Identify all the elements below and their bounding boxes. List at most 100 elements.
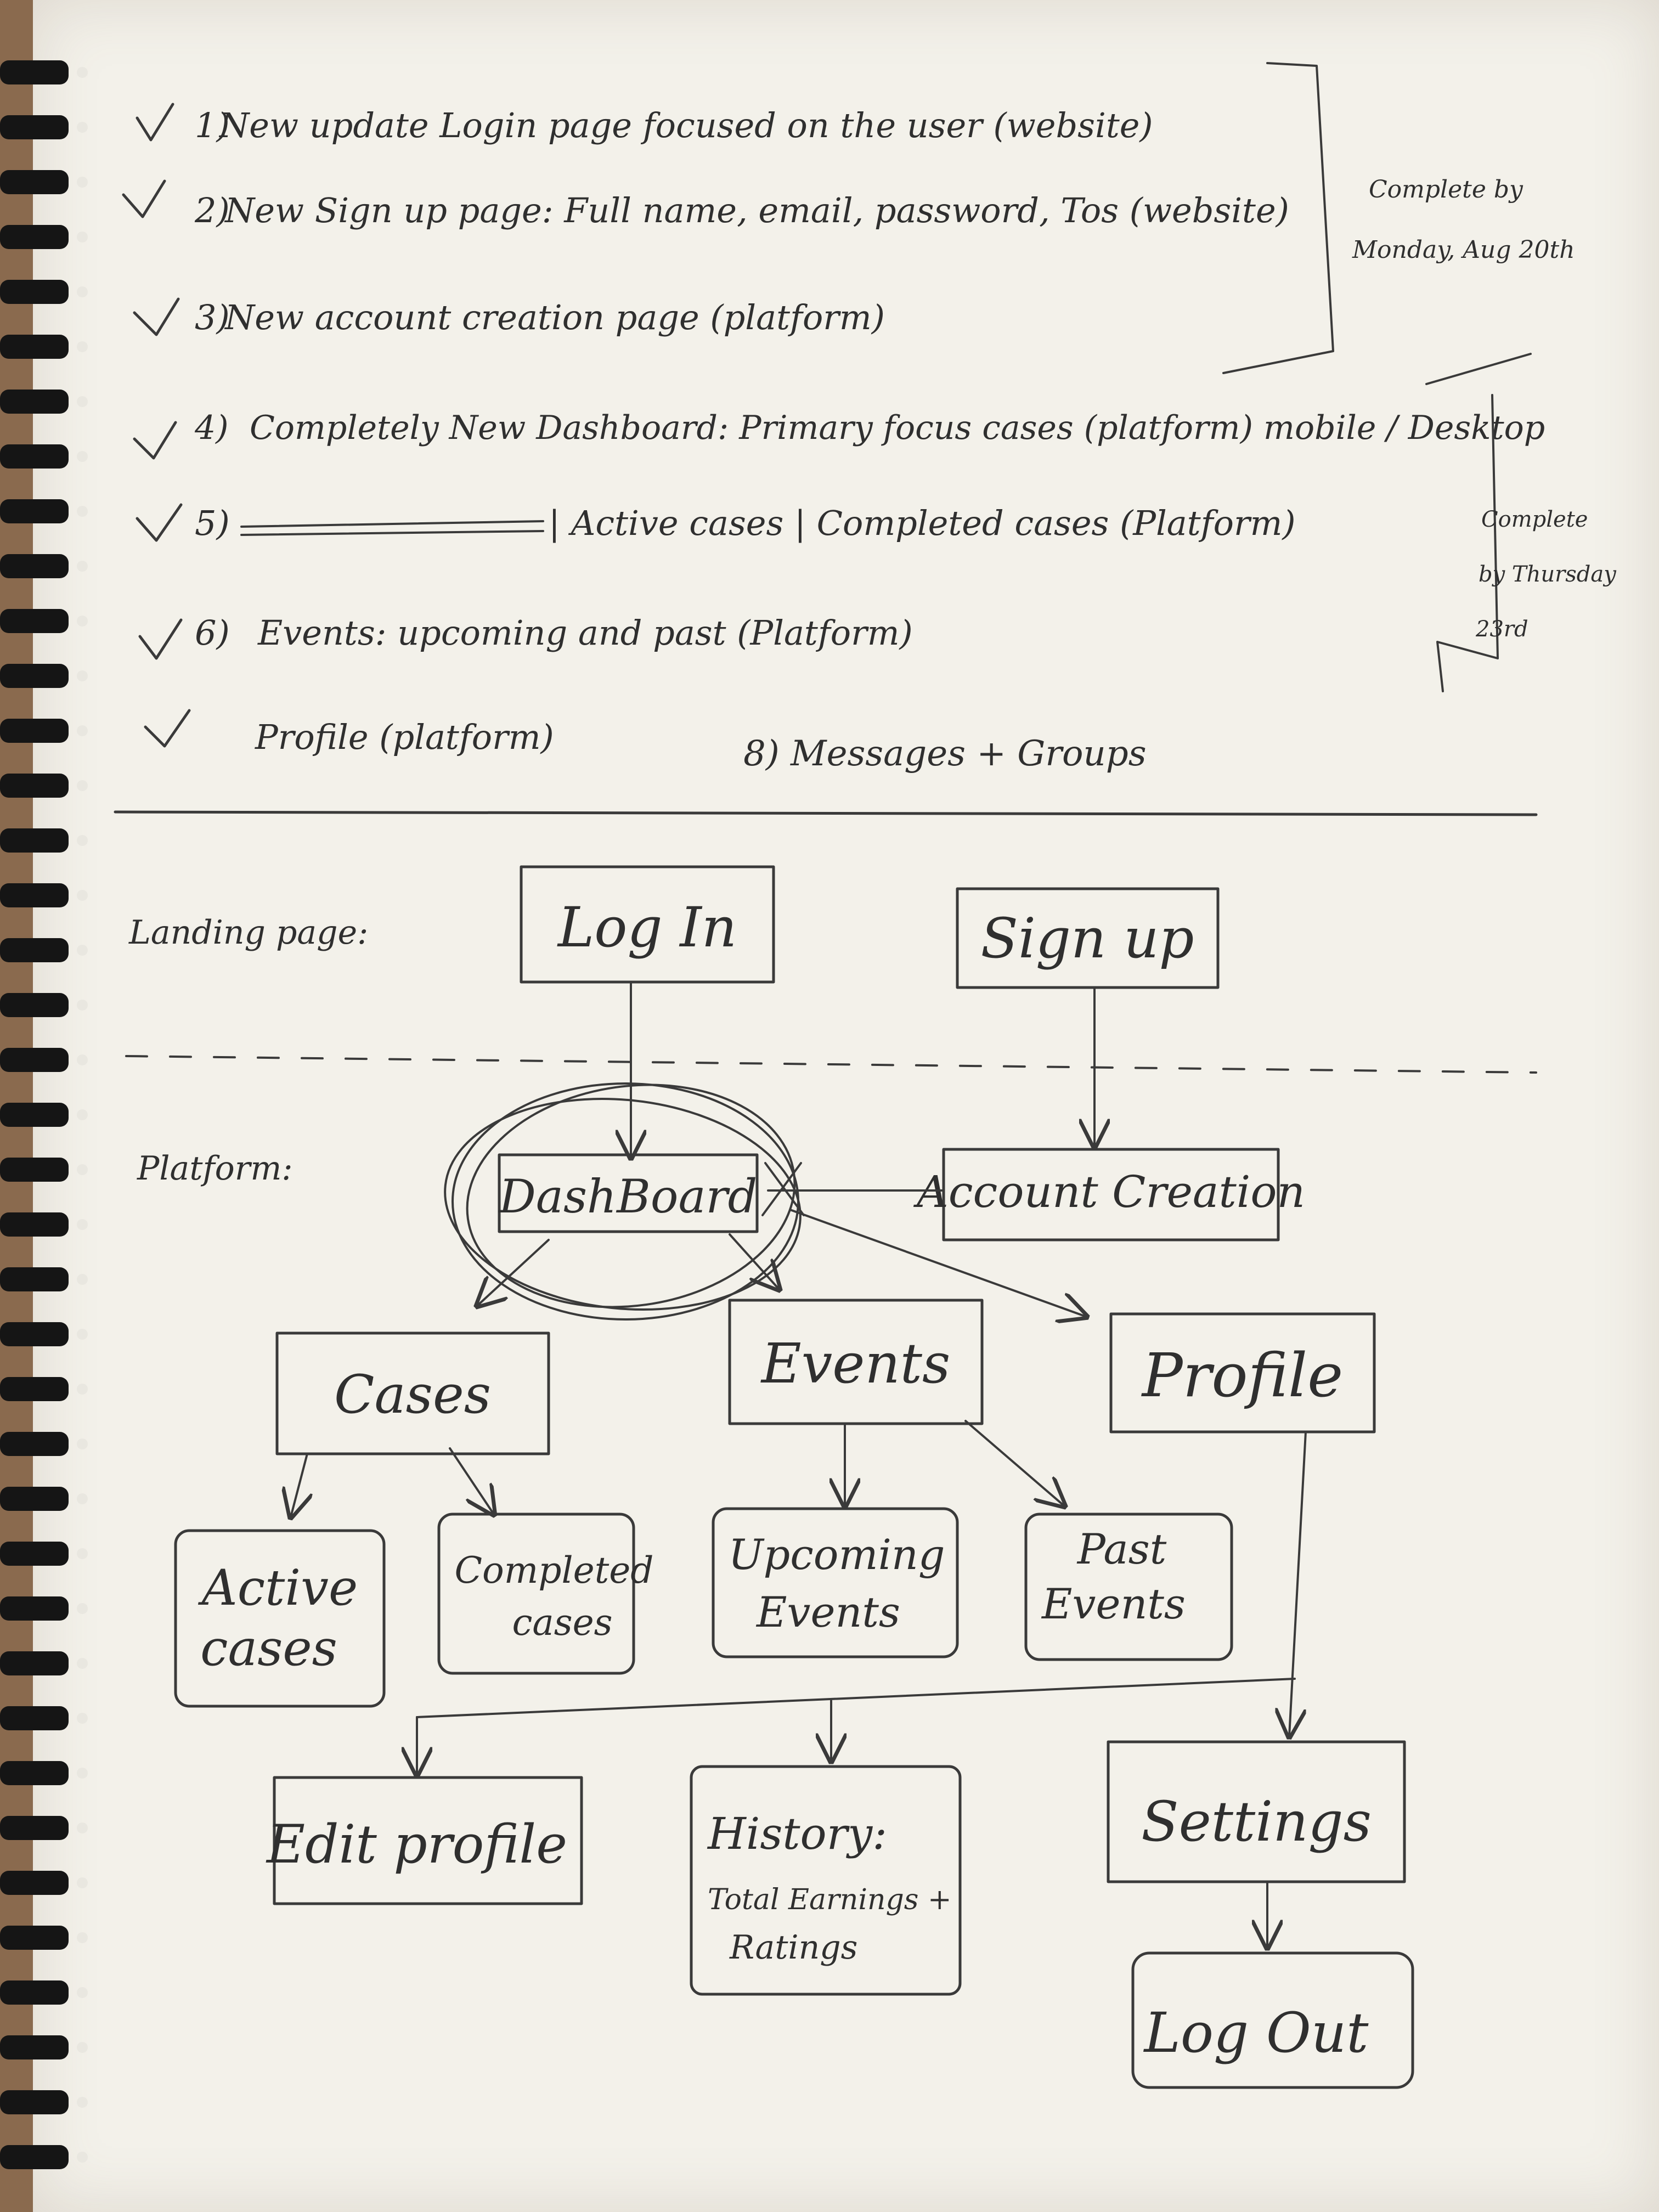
binding-ring (0, 1816, 69, 1840)
node-account-creation-box (942, 1148, 1280, 1242)
node-upcoming-events-2: Events (755, 1588, 900, 1637)
node-login: Log In (557, 895, 737, 960)
edge-profile-branch (416, 1678, 1296, 1718)
binding-ring (0, 2145, 69, 2169)
binding-hole (77, 561, 88, 572)
binding-hole (77, 1054, 88, 1065)
binding-ring (0, 2035, 69, 2059)
binding-hole (77, 725, 88, 736)
binding-ring (0, 444, 69, 469)
binding-ring (0, 335, 69, 359)
binding-ring (0, 1542, 69, 1566)
node-history-2: Total Earnings + (708, 1883, 952, 1916)
binding-hole (77, 1274, 88, 1285)
edge-dashboard-profile (789, 1209, 1086, 1317)
node-events-box (728, 1299, 984, 1425)
todo-marker-6: 6) (195, 613, 230, 653)
check-icon-5 (136, 503, 183, 542)
binding-ring (0, 1871, 69, 1895)
check-icon-3 (133, 297, 180, 336)
binding-ring (0, 225, 69, 249)
binding-hole (77, 835, 88, 846)
edge-cases-completed (449, 1447, 494, 1514)
node-settings-box (1107, 1740, 1406, 1883)
deadline-2-line-2: by Thursday (1479, 562, 1617, 587)
deadline-2-line-1: Complete (1481, 507, 1588, 532)
binding-ring (0, 1596, 69, 1621)
node-past-events-1: Past (1076, 1525, 1167, 1573)
binding-hole (77, 2152, 88, 2163)
binding-hole (77, 341, 88, 352)
todo-item-8: 8) Messages + Groups (743, 733, 1147, 774)
check-icon-1 (136, 103, 174, 142)
deadline-2-line-3: 23rd (1475, 617, 1528, 642)
todo-marker-1: 1) (195, 105, 230, 145)
binding-ring (0, 390, 69, 414)
todo-marker-4: 4) (194, 409, 229, 447)
node-profile: Profile (1141, 1340, 1343, 1410)
bracket-group-1 (1222, 62, 1334, 374)
binding-ring (0, 828, 69, 853)
binding-ring (0, 554, 69, 578)
notebook-page (33, 0, 1659, 2212)
binding-hole (77, 177, 88, 188)
binding-hole (77, 616, 88, 627)
binding-hole (77, 890, 88, 901)
node-past-events-box (1024, 1513, 1233, 1661)
binding-hole (77, 1493, 88, 1504)
bracket-group-2 (1425, 353, 1532, 692)
binding-ring (0, 774, 69, 798)
binding-hole (77, 1877, 88, 1888)
binding-ring (0, 1706, 69, 1730)
binding-hole (77, 1548, 88, 1559)
binding-ring (0, 883, 69, 907)
binding-ring (0, 170, 69, 194)
binding-hole (77, 1768, 88, 1779)
node-signup: Sign up (980, 906, 1194, 970)
check-icon-4 (133, 421, 177, 460)
binding-ring (0, 1158, 69, 1182)
binding-ring (0, 938, 69, 962)
binding-hole (77, 1384, 88, 1395)
binding-ring (0, 1377, 69, 1401)
cross-mark (761, 1162, 805, 1216)
node-completed-cases-box (437, 1513, 635, 1675)
binding-hole (77, 1329, 88, 1340)
binding-hole (77, 506, 88, 517)
todo-item-3: New account creation page (platform) (224, 297, 885, 337)
deadline-1-line-2: Monday, Aug 20th (1352, 236, 1575, 264)
node-active-cases-1: Active (198, 1559, 358, 1617)
todo-marker-5: 5) (195, 503, 230, 543)
binding-hole (77, 1713, 88, 1724)
node-logout-box (1131, 1951, 1414, 2089)
landing-platform-divider (125, 1055, 1537, 1074)
todo-list: 1) New update Login page focused on the … (122, 62, 1617, 774)
todo-item-6: Events: upcoming and past (Platform) (257, 613, 913, 653)
todo-marker-3: 3) (195, 297, 230, 337)
todo-item-5: | Active cases | Completed cases (Platfo… (549, 503, 1296, 543)
check-icon-7 (144, 709, 191, 748)
section-label-platform: Platform: (137, 1149, 293, 1188)
binding-hole (77, 1164, 88, 1175)
check-icon-6 (138, 618, 183, 660)
node-cases-box (275, 1331, 550, 1455)
node-active-cases-2: cases (200, 1620, 337, 1677)
binding-ring (0, 1048, 69, 1072)
binding-ring (0, 664, 69, 688)
binding-hole (77, 2042, 88, 2053)
binding-hole (77, 1603, 88, 1614)
node-completed-cases-1: Completed (454, 1549, 653, 1592)
binding-hole (77, 67, 88, 78)
node-upcoming-events-1: Upcoming (729, 1530, 945, 1579)
todo-item-4: Completely New Dashboard: Primary focus … (250, 409, 1545, 447)
binding-ring (0, 993, 69, 1017)
binding-hole (77, 945, 88, 956)
node-settings: Settings (1141, 1790, 1372, 1854)
binding-ring (0, 1103, 69, 1127)
node-events: Events (760, 1331, 951, 1396)
binding-hole (77, 1658, 88, 1669)
node-completed-cases-2: cases (512, 1601, 612, 1644)
binding-hole (77, 780, 88, 791)
binding-hole (77, 1932, 88, 1943)
todo-item-1: New update Login page focused on the use… (218, 105, 1153, 145)
